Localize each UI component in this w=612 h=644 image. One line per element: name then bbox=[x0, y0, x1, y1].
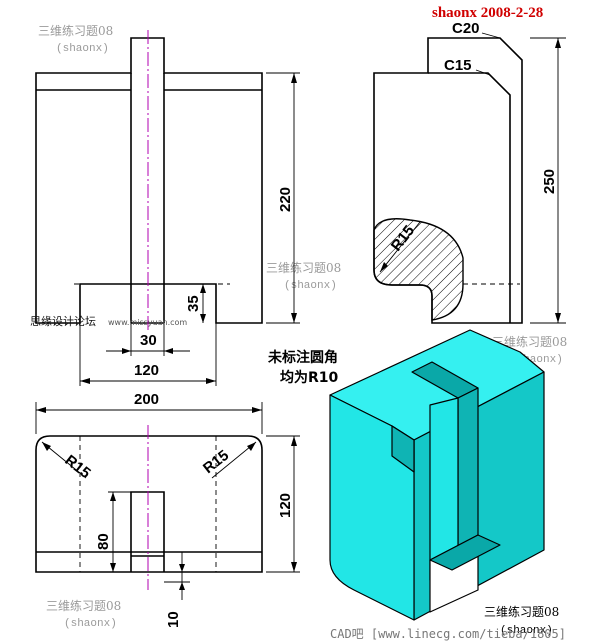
note-line-2: 均为R10 bbox=[280, 369, 339, 386]
dim-gap: 10 bbox=[165, 611, 182, 628]
dim-side-height: 250 bbox=[541, 169, 558, 194]
svg-text:三维练习题08: 三维练习题08 bbox=[266, 260, 341, 275]
author-signature: shaonx 2008-2-28 bbox=[432, 5, 543, 21]
dim-top-depth: 120 bbox=[277, 493, 294, 518]
section-hatch bbox=[373, 218, 464, 321]
svg-text:(shaonx): (shaonx) bbox=[56, 43, 109, 55]
side-view: C20 C15 250 R15 bbox=[373, 20, 566, 324]
dim-slot-width: 30 bbox=[140, 332, 157, 349]
note-line-1: 未标注圆角 bbox=[268, 349, 338, 366]
footer-credit: CAD吧 [www.linecg.com/tieba/1805] bbox=[330, 627, 566, 641]
top-view: 200 R15 R15 120 80 10 bbox=[35, 391, 300, 628]
svg-text:三维练习题08: 三维练习题08 bbox=[484, 604, 559, 619]
watermark-bottom-left: 三维练习题08 (shaonx) bbox=[46, 598, 121, 630]
svg-text:三维练习题08: 三维练习题08 bbox=[492, 334, 567, 349]
svg-text:三维练习题08: 三维练习题08 bbox=[38, 23, 113, 38]
side-inner-edge bbox=[428, 72, 511, 323]
site-mark: 思缘设计论坛 bbox=[30, 314, 96, 328]
dim-top-radius-right: R15 bbox=[200, 447, 232, 477]
top-outline bbox=[35, 435, 263, 573]
front-outline bbox=[35, 37, 263, 324]
isometric-solid bbox=[329, 329, 545, 621]
watermark-middle: 三维练习题08 (shaonx) bbox=[266, 260, 341, 292]
site-url: www.missyuan.com bbox=[108, 318, 187, 327]
watermark-top-left: 三维练习题08 (shaonx) bbox=[38, 23, 113, 55]
dim-top-width: 200 bbox=[134, 391, 159, 408]
dim-top-radius-left: R15 bbox=[62, 452, 94, 482]
dim-chamfer-c15: C15 bbox=[444, 57, 472, 74]
dim-base-width: 120 bbox=[134, 362, 159, 379]
dim-front-height: 220 bbox=[277, 187, 294, 212]
svg-text:(shaonx): (shaonx) bbox=[64, 618, 117, 630]
svg-text:(shaonx): (shaonx) bbox=[284, 280, 337, 292]
front-view: 220 35 30 120 bbox=[35, 30, 300, 386]
watermark-bottom-right: 三维练习题08 (shaonx) bbox=[484, 604, 559, 637]
dim-slot-depth: 80 bbox=[95, 533, 112, 550]
dim-chamfer-c20: C20 bbox=[452, 20, 480, 37]
svg-text:(shaonx): (shaonx) bbox=[500, 625, 553, 637]
svg-text:三维练习题08: 三维练习题08 bbox=[46, 598, 121, 613]
dim-slot-height: 35 bbox=[185, 295, 202, 312]
